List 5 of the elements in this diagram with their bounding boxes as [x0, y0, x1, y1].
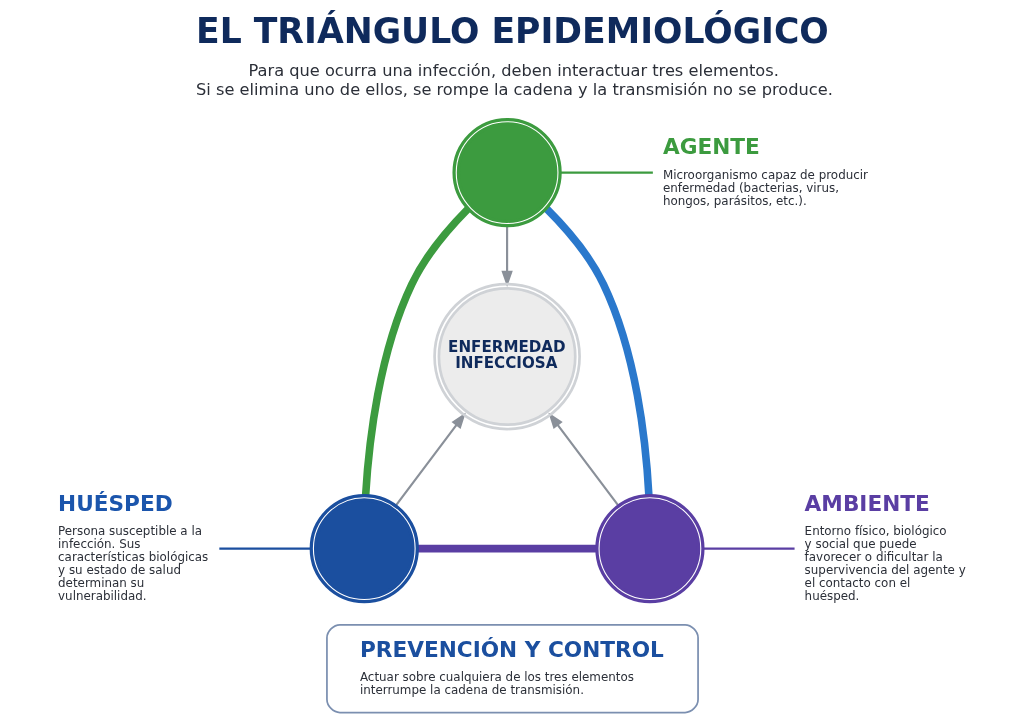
node-text: HUÉSPED Persona susceptible a la infección. Sus características biológicas y su estado de salud determinan su vulnerabilidad. [57, 490, 208, 604]
node-text: AGENTE Microorganismo capaz de producir enfermedad (bacterias, virus, hongos, parásitos, etc.). [662, 134, 868, 208]
node-text: AMBIENTE Entorno físico, biológico y social que puede favorecer o dificultar la supervivencia del agente y el contacto con el huésped. [804, 490, 966, 604]
diagram-title: EL TRIÁNGULO EPIDEMIOLÓGICO [195, 11, 829, 52]
label: Para que ocurra una infección, deben interactuar tres elementos. Si se elimina uno de ellos, se rompe la cadena y la transmisión no se produce. [195, 61, 833, 99]
